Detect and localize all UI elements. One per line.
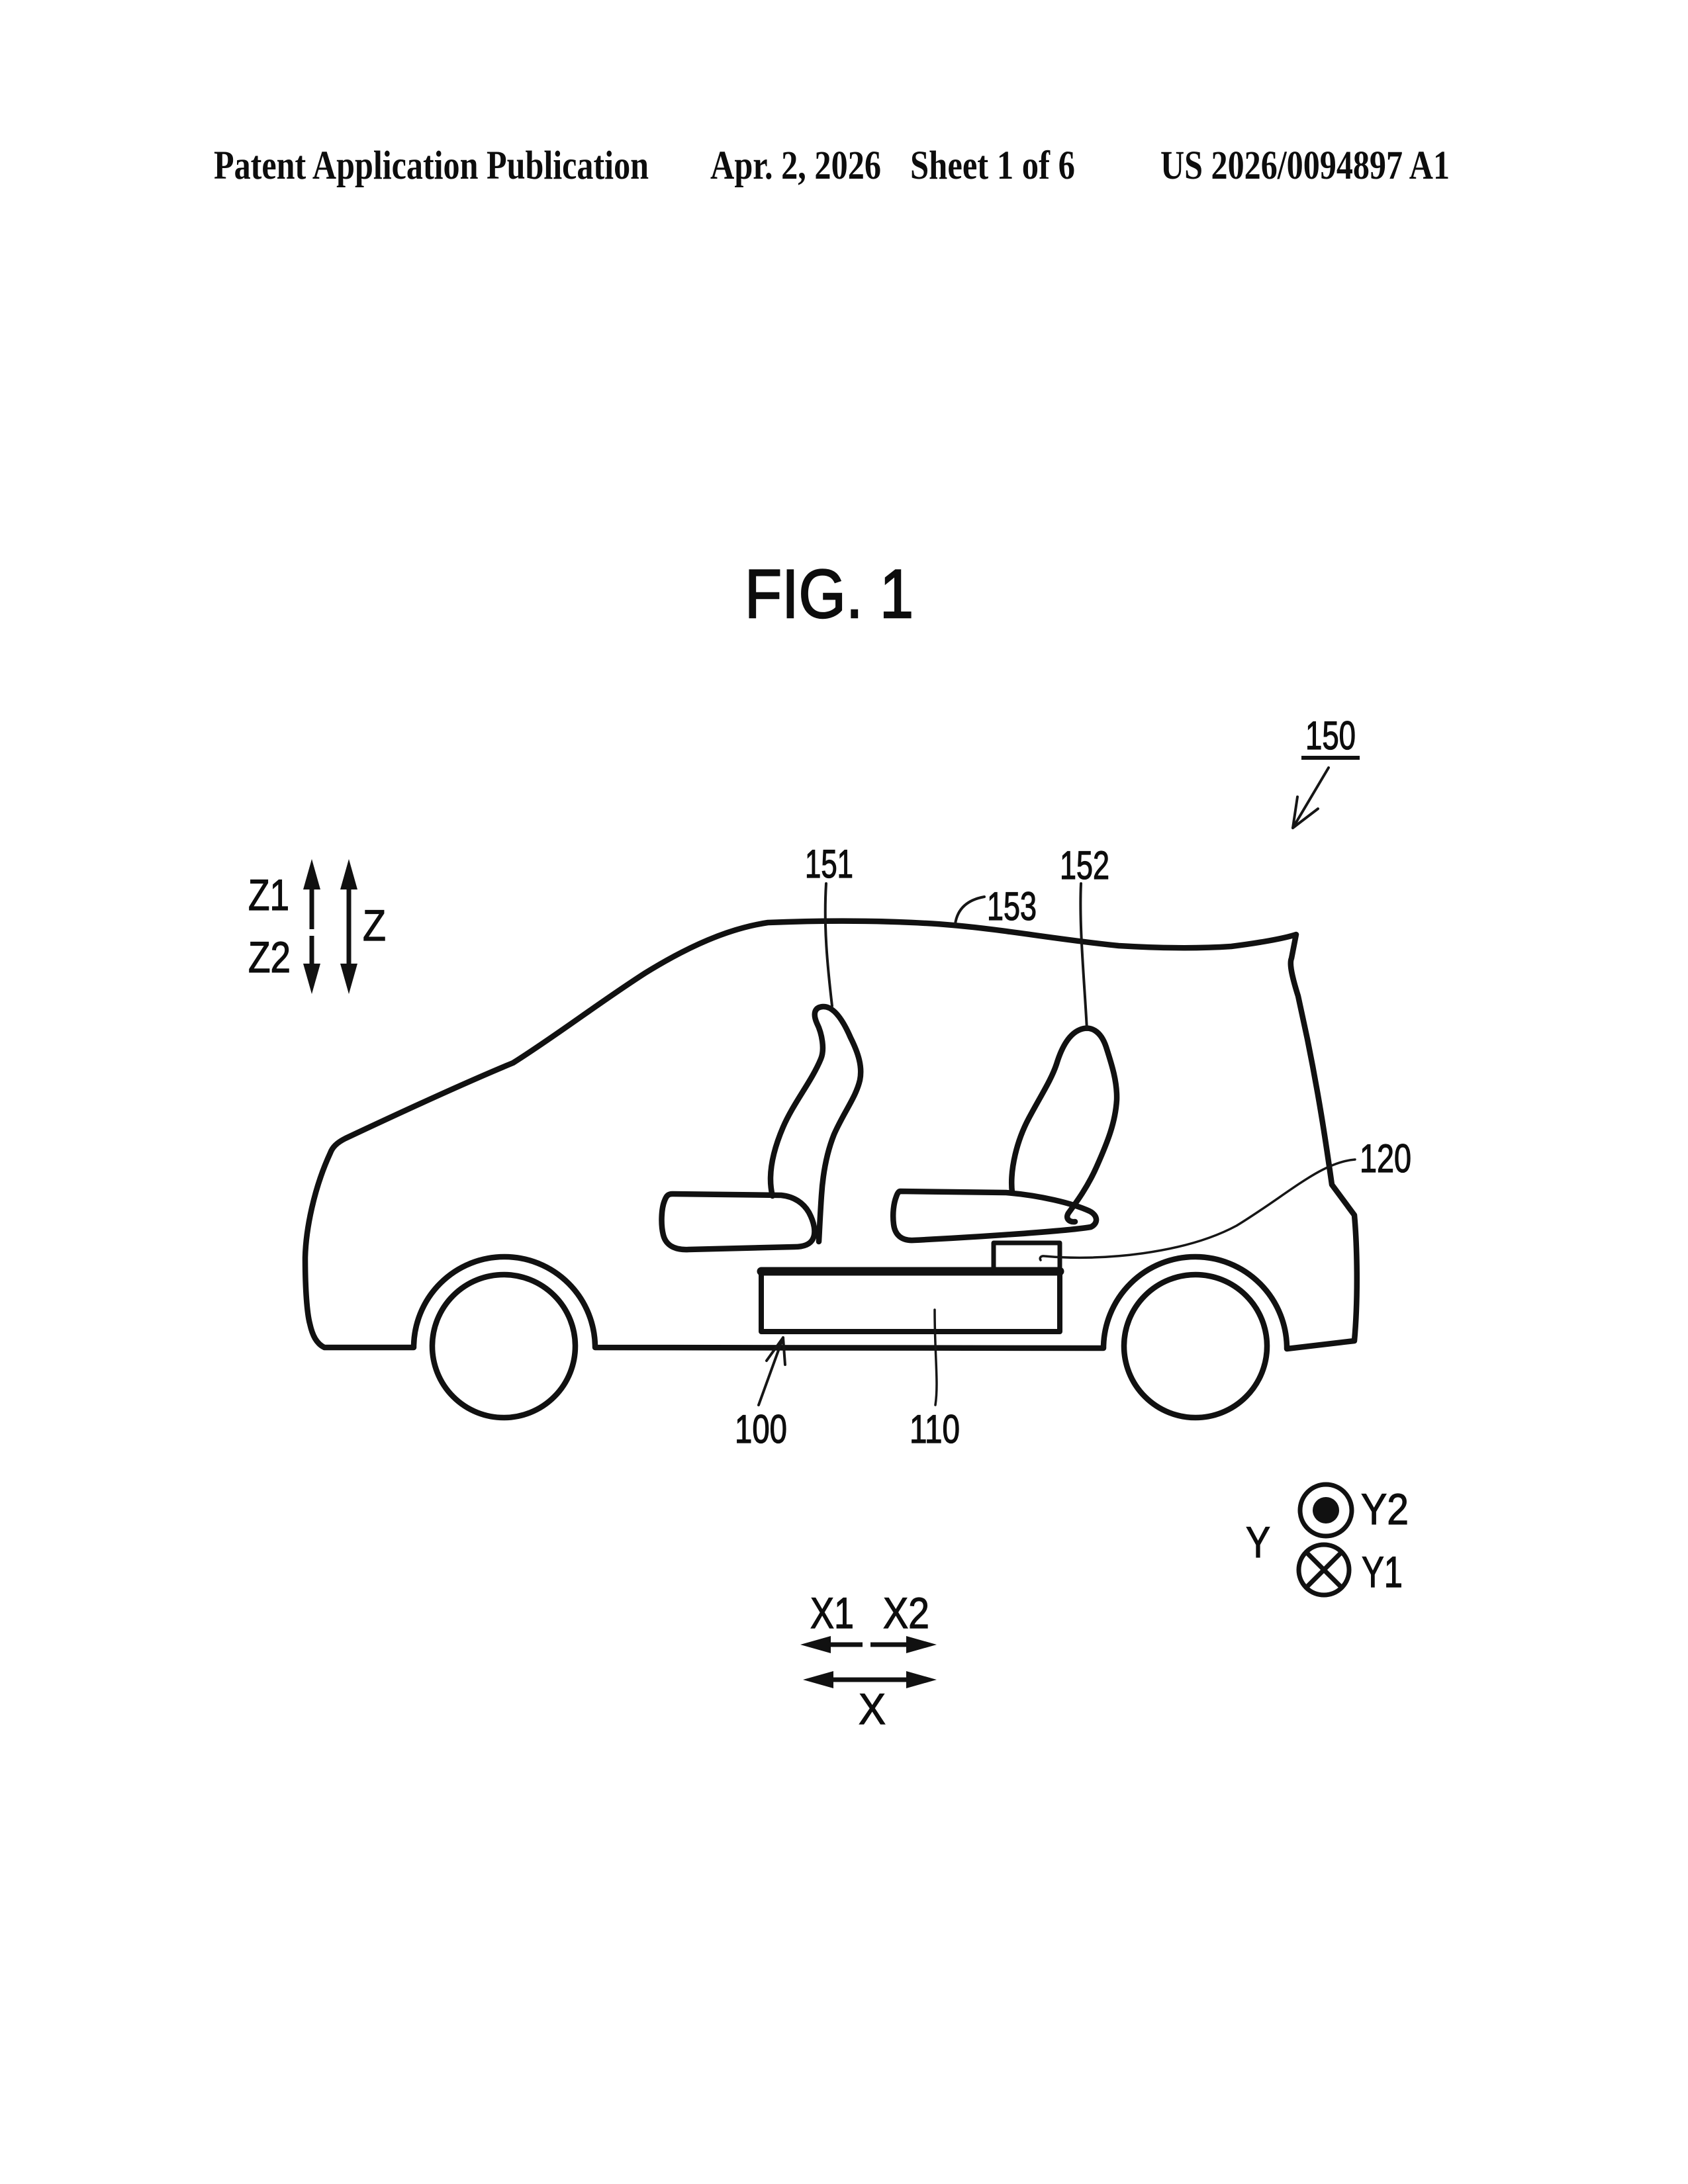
svg-text:Sheet 1 of 6: Sheet 1 of 6: [910, 144, 1075, 188]
svg-text:Y2: Y2: [1361, 1484, 1409, 1533]
svg-text:Y: Y: [1246, 1518, 1270, 1567]
svg-text:152: 152: [1060, 843, 1109, 887]
svg-text:X2: X2: [883, 1588, 929, 1637]
svg-text:X1: X1: [810, 1588, 854, 1637]
svg-text:Z2: Z2: [248, 933, 291, 981]
svg-text:150: 150: [1305, 713, 1356, 758]
svg-text:FIG. 1: FIG. 1: [745, 556, 914, 633]
svg-text:Apr. 2, 2026: Apr. 2, 2026: [710, 144, 881, 188]
svg-text:120: 120: [1360, 1136, 1411, 1181]
svg-text:Patent Application Publication: Patent Application Publication: [214, 144, 649, 188]
svg-text:151: 151: [805, 842, 853, 886]
svg-text:US 2026/0094897 A1: US 2026/0094897 A1: [1160, 144, 1450, 188]
svg-text:Y1: Y1: [1362, 1547, 1403, 1596]
svg-text:153: 153: [987, 884, 1037, 929]
svg-text:X: X: [859, 1684, 886, 1733]
svg-text:110: 110: [910, 1407, 960, 1451]
svg-text:100: 100: [735, 1407, 787, 1451]
svg-text:Z: Z: [363, 901, 386, 950]
svg-text:Z1: Z1: [248, 870, 289, 919]
